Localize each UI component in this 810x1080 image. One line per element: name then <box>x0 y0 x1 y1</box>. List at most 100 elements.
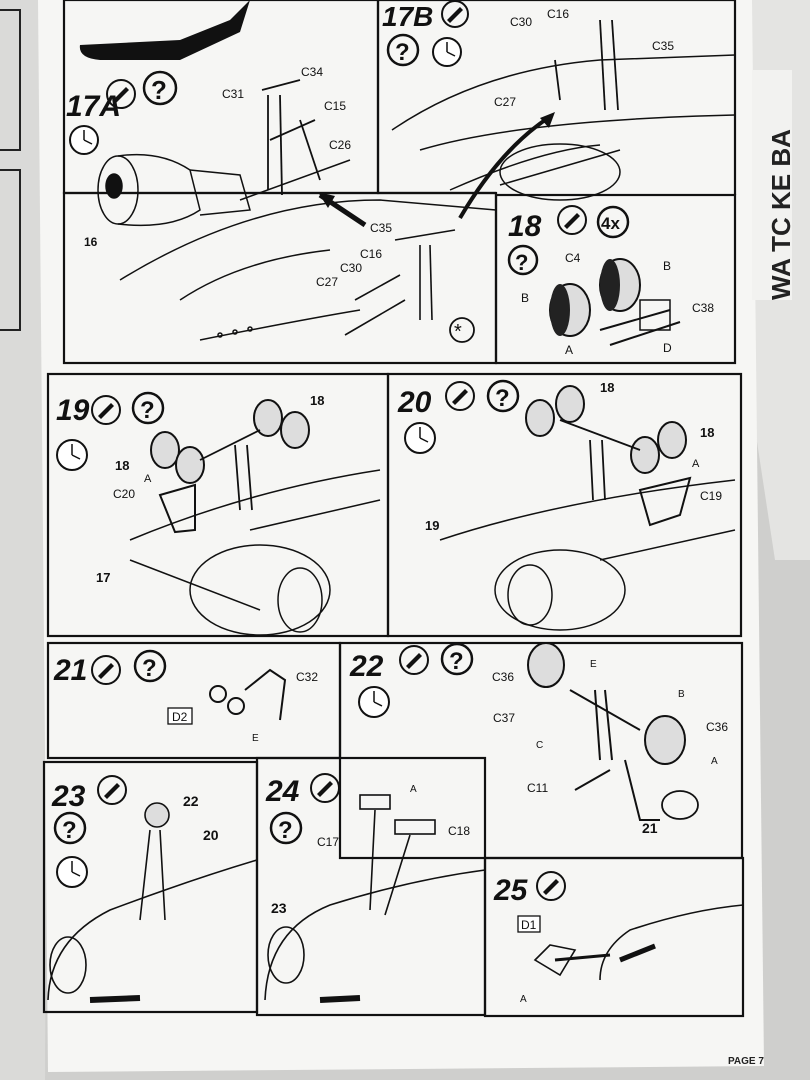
glue-tube-icon <box>441 0 469 28</box>
part-label: B <box>521 291 529 305</box>
part-label: C <box>536 740 543 751</box>
part-ref: 18 <box>115 458 129 473</box>
part-label: D <box>663 341 672 355</box>
svg-text:?: ? <box>395 39 410 66</box>
part-label: C37 <box>493 711 515 725</box>
svg-text:?: ? <box>278 817 293 844</box>
part-ref: 22 <box>183 793 199 809</box>
step-22: 22 ? C36 E C37 B C36 C A C11 21 <box>349 642 728 836</box>
part-label: C27 <box>494 95 516 109</box>
part-ref: 18 <box>600 380 614 395</box>
glue-tube-icon <box>91 655 121 685</box>
step-number: 21 <box>53 654 87 687</box>
clock-icon <box>56 439 88 471</box>
clock-icon <box>56 856 88 888</box>
plane-silhouette <box>79 0 250 60</box>
glue-tube-icon <box>310 773 340 803</box>
question-mark-icon: ? <box>386 33 420 67</box>
clock-icon <box>69 125 99 155</box>
part-label: C35 <box>652 39 674 53</box>
arrow <box>458 116 550 220</box>
part-label: C30 <box>340 261 362 275</box>
fuselage-drawing <box>119 159 497 341</box>
part-label: C38 <box>692 301 714 315</box>
svg-text:?: ? <box>515 250 528 275</box>
part-label: C17 <box>317 835 339 849</box>
part-label: D1 <box>521 918 537 932</box>
step-21: 21 ? C32 D2 E <box>53 649 318 744</box>
glue-tube-icon <box>399 645 429 675</box>
part-label: C15 <box>324 99 346 113</box>
part-ref: 18 <box>310 393 324 408</box>
part-ref: 21 <box>642 820 658 836</box>
part-label: C36 <box>492 670 514 684</box>
part-label: A <box>520 994 527 1005</box>
panel-frames <box>42 0 745 1018</box>
part-ref: 16 <box>84 235 98 249</box>
step-number: 25 <box>493 874 529 907</box>
clock-icon <box>358 686 390 718</box>
step-number: 23 <box>51 780 86 813</box>
question-mark-icon: ? <box>142 70 178 106</box>
part-label: C18 <box>448 824 470 838</box>
question-mark-icon: ? <box>133 649 167 683</box>
glue-tube-icon <box>106 79 136 109</box>
step-25: 25 D1 A <box>493 871 744 1005</box>
step-18: 18 4x ? C4 B B C38 A D <box>507 205 714 357</box>
step-number: 19 <box>56 394 90 427</box>
step-number: 17A <box>66 90 121 123</box>
part-label: D2 <box>172 710 188 724</box>
svg-text:?: ? <box>495 385 510 412</box>
part-label: C20 <box>113 487 135 501</box>
nose-gear-drawing <box>344 229 456 336</box>
step-20: 20 ? 18 18 A C19 19 <box>397 379 736 631</box>
part-ref: 18 <box>700 425 714 440</box>
step-number: 22 <box>349 650 384 683</box>
clock-icon <box>404 422 436 454</box>
svg-text:?: ? <box>142 655 157 682</box>
question-mark-icon: ? <box>486 379 520 413</box>
left-edge-frames <box>0 9 21 331</box>
glue-tube-icon <box>445 381 475 411</box>
wheel-drawing <box>150 399 310 534</box>
step-number: 24 <box>265 775 300 808</box>
part-label: B <box>678 689 685 700</box>
svg-text:?: ? <box>62 817 77 844</box>
part-ref: 20 <box>203 827 219 843</box>
nose-drawing <box>533 904 744 981</box>
part-label: A <box>144 473 152 485</box>
svg-text:*: * <box>454 321 462 343</box>
part-label: C16 <box>547 7 569 21</box>
wheel-drawing <box>549 258 681 346</box>
part-label: A <box>692 458 700 470</box>
step-17a: 17A ? C34 C31 C15 <box>66 0 497 343</box>
part-label: A <box>565 343 573 357</box>
step-17b: 17B ? C30 C16 C35 C27 <box>382 0 736 220</box>
part-label: C30 <box>510 15 532 29</box>
part-label: A <box>711 756 718 767</box>
step-number: 18 <box>508 210 542 243</box>
question-mark-icon: ? <box>53 811 87 845</box>
wing-engine-drawing <box>439 479 736 631</box>
glue-tube-icon <box>557 205 587 235</box>
svg-text:?: ? <box>151 75 167 105</box>
wheel-drawing <box>527 642 699 821</box>
part-label: C19 <box>700 489 722 503</box>
glue-tube-icon <box>97 775 127 805</box>
question-mark-icon: ? <box>269 811 303 845</box>
part-label: E <box>252 733 259 744</box>
step-number: 20 <box>397 386 432 419</box>
part-label: C36 <box>706 720 728 734</box>
part-ref: 17 <box>96 570 110 585</box>
part-label: C27 <box>316 275 338 289</box>
part-label: C35 <box>370 221 392 235</box>
part-drawing <box>209 668 287 721</box>
clock-icon <box>432 37 462 67</box>
step-24: 24 ? A C17 C18 23 <box>264 773 486 1003</box>
gear-strut <box>554 19 619 111</box>
page-number: PAGE 7 <box>728 1056 764 1067</box>
part-label: E <box>590 659 597 670</box>
part-label: C31 <box>222 87 244 101</box>
nose-drawing <box>264 794 486 1003</box>
side-text: WA TC KE BA <box>766 129 796 300</box>
